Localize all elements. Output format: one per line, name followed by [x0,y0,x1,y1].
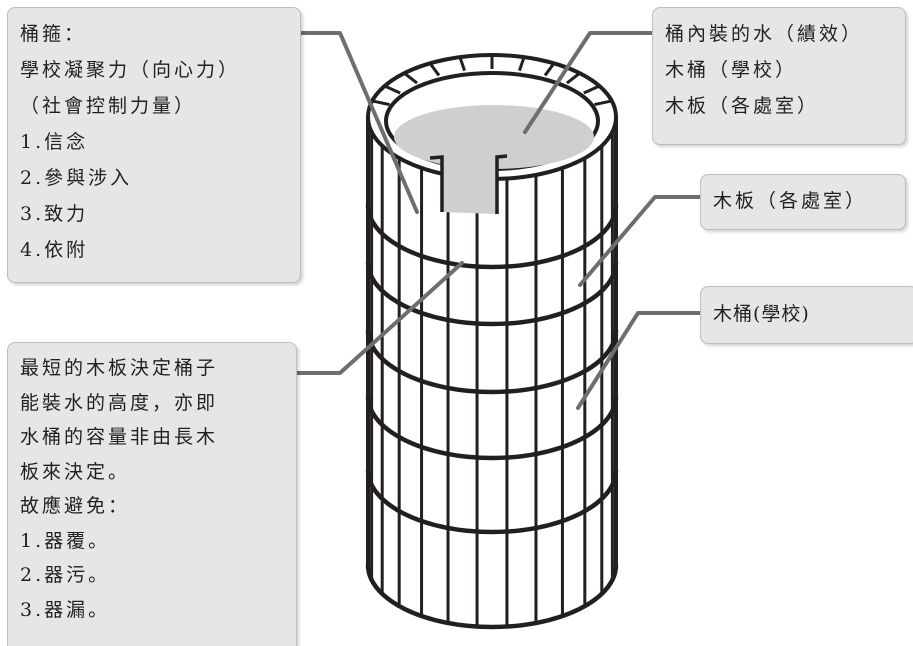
bucket-rim-stave [458,56,466,72]
bucket-rim-stave [428,62,441,77]
water-callout: 桶內裝的水（績效） 木桶（學校） 木板（各處室） [652,7,906,145]
leader-shortest [283,261,464,375]
bucket-hoop [365,204,619,270]
leader-hoops [298,31,419,214]
water-line-performance: 桶內裝的水（績效） [665,23,864,45]
staves-label: 木板（各處室） [713,190,868,212]
wooden-bucket [365,53,619,630]
bucket-rim-stave [371,99,390,107]
bucket-rim-stave [594,99,613,107]
hoops-line-social-control: （社會控制力量） [20,95,197,117]
shortest-stave-callout: 最短的木板決定桶子 能裝水的高度，亦即 水桶的容量非由長木 板來決定。 故應避免… [7,342,297,646]
staves-callout: 木板（各處室） [700,174,906,230]
short-stave-notch-left [429,155,444,212]
shortest-avoid-leak: 3.器漏。 [20,598,111,621]
leader-lines [283,31,702,410]
bucket-rim-stave [403,71,418,85]
shortest-line-4: 板來決定。 [20,460,131,483]
hoops-item-commitment: 3.致力 [20,203,89,225]
shortest-line-2: 能裝水的高度，亦即 [20,391,219,414]
shortest-avoid-title: 故應避免： [20,495,131,517]
hoops-callout: 桶箍： 學校凝聚力（向心力） （社會控制力量） 1.信念 2.參與涉入 3.致力… [7,7,301,283]
shortest-avoid-overturn: 1.器覆。 [20,529,111,552]
bucket-hoop [365,329,619,395]
leader-water [523,31,653,134]
bucket-hoop [365,469,619,535]
hoops-item-belief: 1.信念 [20,131,89,153]
water-line-staves: 木板（各處室） [665,95,820,117]
hoops-line-cohesion: 學校凝聚力（向心力） [20,59,241,81]
bucket-rim-stave [543,62,556,77]
short-stave-water [442,153,497,214]
shortest-line-1: 最短的木板決定桶子 [20,357,219,379]
bucket-callout: 木桶(學校) [700,286,913,344]
hoops-item-involvement: 2.參與涉入 [20,167,133,189]
bucket-rim-stave [566,71,581,85]
bucket-label: 木桶(學校) [713,303,810,325]
bucket-bottom-rim [365,564,619,630]
leader-bucket [576,311,702,410]
water-line-bucket: 木桶（學校） [665,59,798,81]
hoops-title: 桶箍： [20,23,87,45]
leader-staves [578,195,702,287]
shortest-line-3: 水桶的容量非由長木 [20,426,219,448]
water-surface [394,105,594,169]
bucket-rim-stave [583,84,601,95]
bucket-hoop [365,395,619,461]
bucket-rim-stave [383,84,401,95]
bucket-body-fill [368,117,616,627]
hoops-item-attachment: 4.依附 [20,239,89,261]
short-stave-notch-right [495,154,508,214]
bucket-hoop [365,261,619,327]
shortest-avoid-contaminate: 2.器污。 [20,564,111,586]
bucket-rim-stave [518,56,526,72]
